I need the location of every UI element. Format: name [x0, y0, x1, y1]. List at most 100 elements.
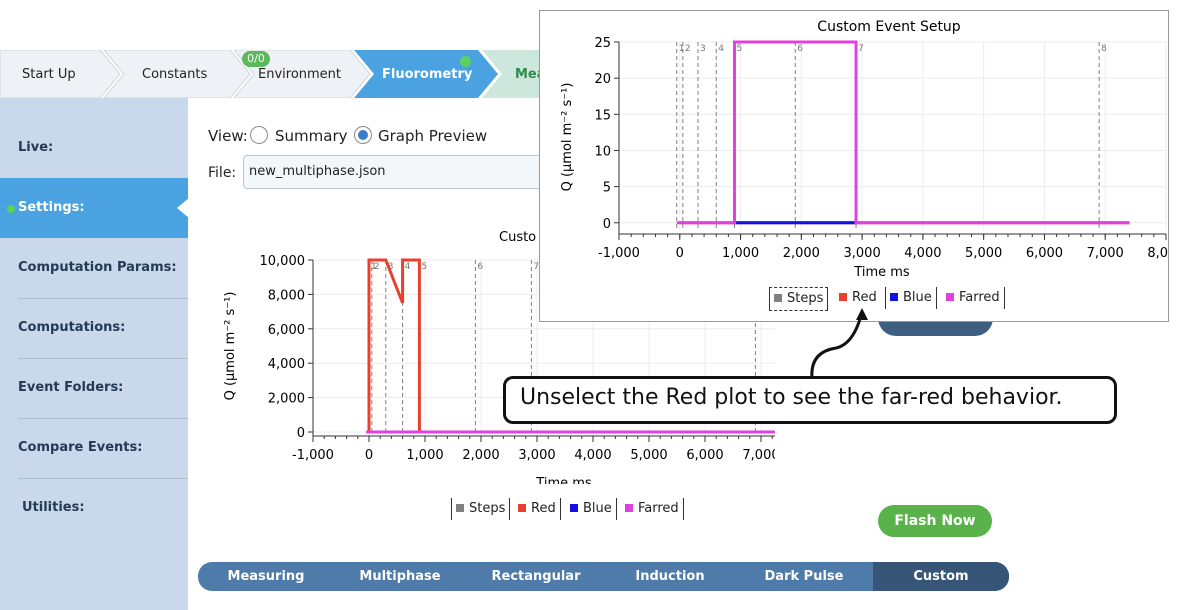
- sidebar-item-compare-events[interactable]: Compare Events:: [0, 418, 188, 478]
- x-tick-label: 3,000: [844, 246, 881, 261]
- x-tick-label: 4,000: [574, 448, 611, 463]
- legend-label: Blue: [583, 501, 612, 516]
- file-input-value: new_multiphase.json: [249, 164, 386, 179]
- x-tick-label: -1,000: [292, 448, 334, 463]
- x-tick-label: 1,000: [406, 448, 443, 463]
- blue-swatch: [890, 292, 898, 301]
- y-tick-label: 8,000: [268, 288, 305, 303]
- series-line-red: [367, 258, 775, 434]
- sidebar: Live: Settings: Computation Params: Comp…: [0, 98, 189, 610]
- popup-legend: Steps Red Blue Farred: [769, 287, 1009, 311]
- sidebar-divider: [18, 298, 188, 299]
- sidebar-item-utilities[interactable]: Utilities:: [0, 478, 188, 538]
- step-label: 8: [1101, 44, 1107, 54]
- sidebar-item-event-folders[interactable]: Event Folders:: [0, 358, 188, 418]
- main-legend: Steps Red Blue Farred: [451, 498, 691, 520]
- sidebar-divider: [18, 478, 188, 479]
- legend-farred[interactable]: Farred: [942, 287, 1005, 309]
- popup-plot-area: [616, 44, 1166, 232]
- x-tick-label: 5,000: [630, 448, 667, 463]
- y-tick-label: 15: [594, 108, 611, 123]
- step-label: 4: [718, 44, 724, 54]
- sidebar-divider: [18, 358, 188, 359]
- protocol-tab-bar: Measuring Multiphase Rectangular Inducti…: [198, 562, 1009, 591]
- x-tick-label: 6,000: [1026, 246, 1063, 261]
- y-tick-label: 10,000: [260, 254, 306, 269]
- file-input[interactable]: new_multiphase.json: [243, 155, 543, 189]
- step-label: 7: [533, 262, 539, 272]
- step-label: 5: [421, 262, 427, 272]
- sidebar-item-live[interactable]: Live:: [0, 118, 188, 178]
- tab-multiphase[interactable]: Multiphase: [359, 569, 441, 584]
- popup-y-axis-label: Q (µmol m⁻² s⁻¹): [560, 83, 575, 192]
- legend-blue[interactable]: Blue: [885, 287, 937, 309]
- tab-dark-pulse[interactable]: Dark Pulse: [764, 569, 844, 584]
- steps-swatch: [774, 293, 782, 302]
- fluorometry-status-dot: [460, 56, 471, 67]
- crumb-start-up[interactable]: Start Up: [22, 67, 76, 82]
- crumb-measuring[interactable]: Mea: [515, 67, 546, 82]
- red-swatch: [518, 503, 526, 512]
- x-tick-label: 2,000: [783, 246, 820, 261]
- step-label: 1: [679, 44, 685, 54]
- sidebar-item-label: Compare Events:: [18, 440, 143, 455]
- legend-steps[interactable]: Steps: [451, 498, 511, 520]
- main-y-axis-label: Q (µmol m⁻² s⁻¹): [223, 292, 238, 401]
- flash-now-button[interactable]: Flash Now: [878, 505, 992, 537]
- sidebar-item-label: Settings:: [18, 200, 85, 215]
- red-swatch: [839, 292, 847, 301]
- legend-label: Red: [852, 290, 877, 305]
- y-tick-label: 2,000: [268, 392, 305, 407]
- tab-induction[interactable]: Induction: [635, 569, 705, 584]
- environment-badge: 0/0: [242, 51, 270, 67]
- crumb-environment[interactable]: Environment: [258, 67, 342, 82]
- summary-radio[interactable]: [250, 126, 268, 144]
- x-tick-label: 3,000: [518, 448, 555, 463]
- legend-label: Red: [531, 501, 556, 516]
- x-tick-label: 0: [365, 448, 373, 463]
- callout-text: Unselect the Red plot to see the far-red…: [520, 385, 1063, 410]
- step-label: 2: [685, 44, 691, 54]
- legend-farred[interactable]: Farred: [621, 498, 684, 520]
- sidebar-item-label: Computations:: [18, 320, 126, 335]
- legend-label: Blue: [903, 290, 932, 305]
- legend-label: Steps: [469, 501, 506, 516]
- tab-custom[interactable]: Custom: [873, 562, 1009, 591]
- x-tick-label: 2,000: [462, 448, 499, 463]
- tab-measuring[interactable]: Measuring: [227, 569, 305, 584]
- x-tick-label: 0: [676, 246, 684, 261]
- step-label: 1: [371, 262, 377, 272]
- crumb-constants[interactable]: Constants: [142, 67, 208, 82]
- sidebar-divider: [18, 418, 188, 419]
- graph-preview-radio[interactable]: [354, 126, 372, 144]
- x-tick-label: 4,000: [904, 246, 941, 261]
- legend-red[interactable]: Red: [514, 498, 561, 520]
- sidebar-item-computation-params[interactable]: Computation Params:: [0, 238, 188, 298]
- summary-option-label[interactable]: Summary: [275, 127, 348, 145]
- sidebar-item-label: Event Folders:: [18, 380, 124, 395]
- legend-blue[interactable]: Blue: [566, 498, 617, 520]
- step-label: 7: [858, 44, 864, 54]
- series-line-farred: [676, 40, 1130, 225]
- step-label: 3: [388, 262, 394, 272]
- main-chart-title-partial: Custo: [499, 230, 536, 245]
- step-label: 2: [374, 262, 380, 272]
- y-tick-label: 20: [594, 72, 611, 87]
- crumb-fluorometry[interactable]: Fluorometry: [382, 67, 473, 82]
- farred-swatch: [625, 503, 633, 512]
- legend-steps[interactable]: Steps: [769, 287, 829, 311]
- sidebar-item-label: Utilities:: [22, 500, 85, 515]
- main-x-axis-label: Time ms: [535, 476, 592, 484]
- sidebar-item-computations[interactable]: Computations:: [0, 298, 188, 358]
- step-label: 5: [736, 44, 742, 54]
- legend-label: Steps: [787, 291, 824, 306]
- legend-red[interactable]: Red: [835, 287, 881, 309]
- sidebar-item-settings[interactable]: Settings:: [0, 178, 189, 238]
- tab-rectangular[interactable]: Rectangular: [491, 569, 581, 584]
- y-tick-label: 0: [297, 426, 305, 441]
- graph-preview-option-label[interactable]: Graph Preview: [378, 127, 488, 145]
- step-label: 4: [405, 262, 411, 272]
- y-tick-label: 10: [594, 144, 611, 159]
